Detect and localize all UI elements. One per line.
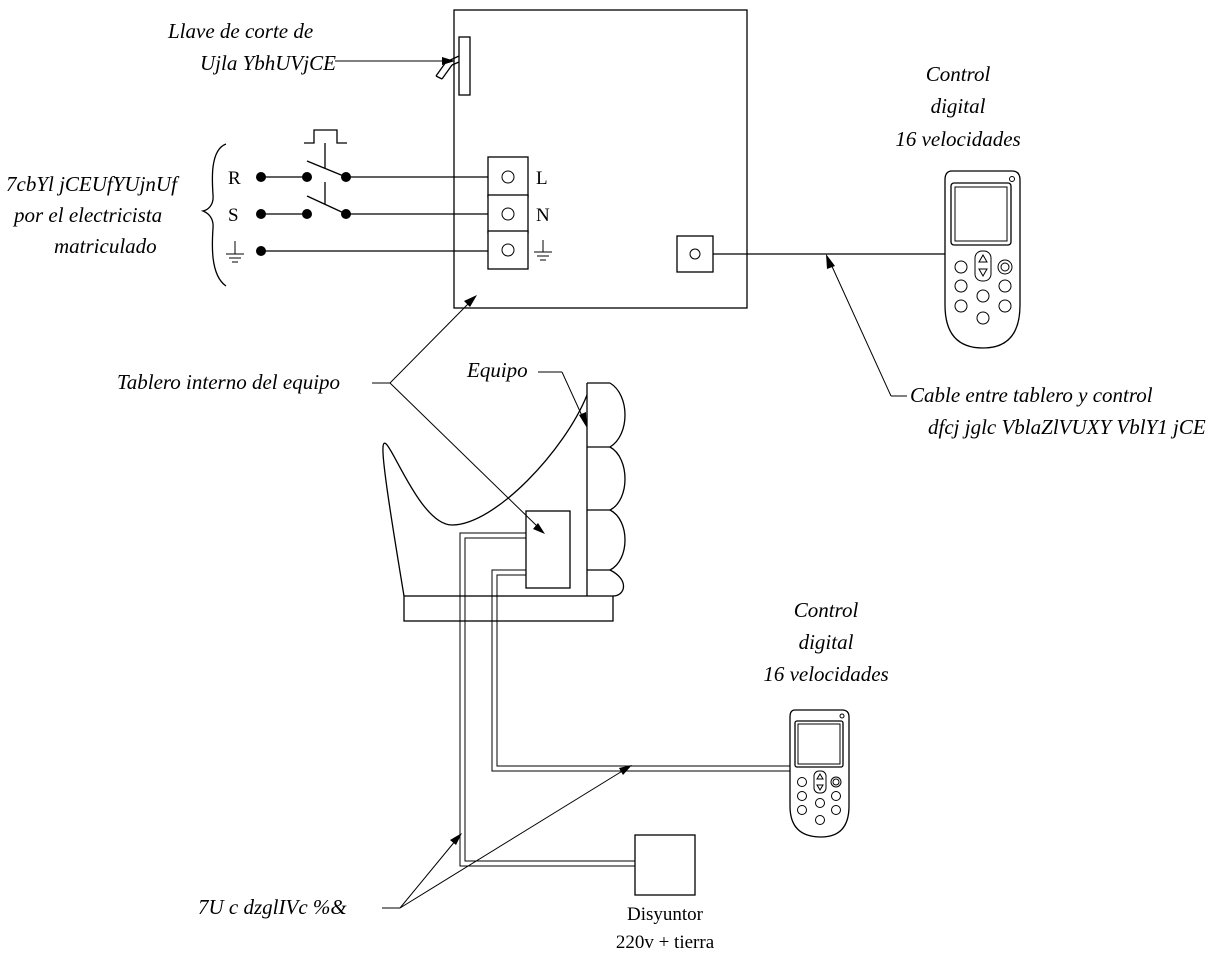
wire-dots (256, 172, 351, 256)
canos-label: 7U c dzglIVc %& (198, 895, 347, 919)
internal-panel (453, 9, 748, 309)
terminal-n-label: N (536, 205, 550, 226)
control-connector (676, 235, 714, 273)
conexion-label-line3: matriculado (54, 234, 157, 258)
disyuntor-box (634, 834, 696, 896)
terminal-l-label: L (536, 168, 548, 189)
cutoff-switch-icon (435, 36, 471, 96)
cable-label-line1: Cable entre tablero y control (910, 383, 1153, 407)
neutral-s-label: S (228, 205, 239, 226)
control-mid-line3: 16 velocidades (763, 662, 888, 686)
conduits (459, 532, 790, 867)
brace (200, 143, 227, 287)
control-mid-line2: digital (799, 630, 854, 654)
cable-label-line2: dfcj jglc VblaZlVUXY VblY1 jCE (928, 415, 1206, 439)
remote-control-icon (944, 170, 1021, 349)
control-top-line1: Control (926, 62, 991, 86)
control-mid-line1: Control (794, 598, 859, 622)
input-wires (261, 129, 488, 252)
tablero-label: Tablero interno del equipo (117, 370, 340, 394)
equipo-label: Equipo (466, 358, 528, 382)
equipment-unit (382, 382, 626, 622)
remote-control-icon (789, 709, 850, 838)
tablero-arrows (372, 295, 545, 534)
conexion-label-line1: 7cbYl jCEUfYUjnUf (6, 172, 180, 196)
ground-icon (534, 240, 552, 261)
equipo-arrow (538, 371, 587, 428)
llave-label-line2: Ujla YbhUVjCE (200, 51, 336, 75)
conexion-label-line2: por el electricista (12, 203, 162, 227)
control-top-line2: digital (931, 94, 986, 118)
disyuntor-label-line2: 220v + tierra (616, 932, 715, 953)
llave-label-line1: Llave de corte de (167, 19, 313, 43)
phase-r-label: R (228, 168, 241, 189)
terminal-block (487, 156, 529, 270)
cutoff-arrow (335, 57, 455, 65)
disyuntor-label-line1: Disyuntor (627, 904, 704, 925)
cable-arrow (826, 254, 907, 397)
conduit-arrows (382, 765, 632, 909)
control-top-line3: 16 velocidades (895, 127, 1020, 151)
ground-icon (226, 241, 244, 263)
